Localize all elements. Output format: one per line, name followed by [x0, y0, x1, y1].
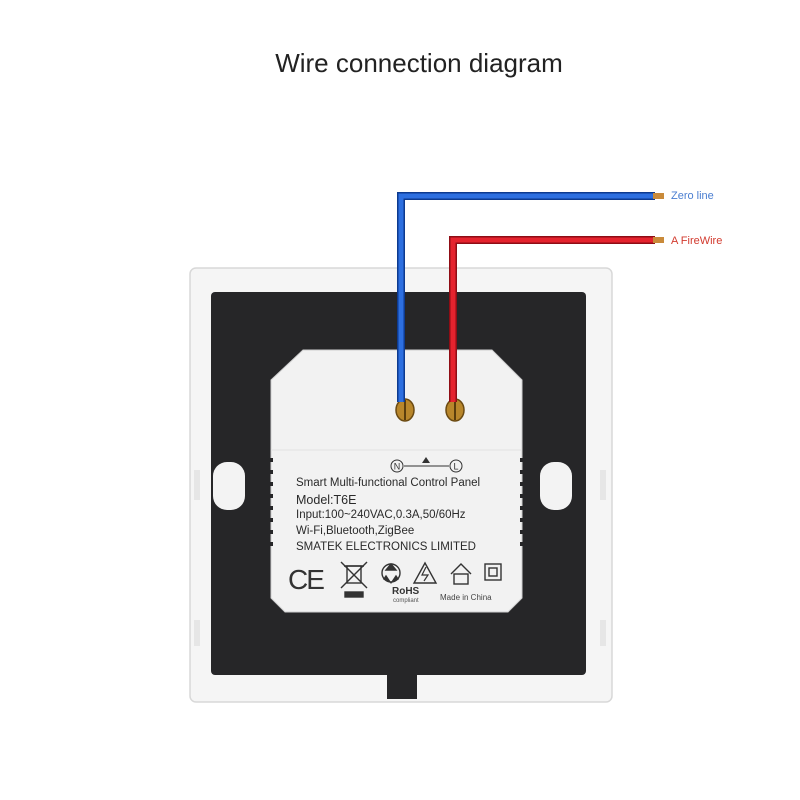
made-in-label: Made in China: [440, 593, 492, 602]
vent-slots-right: [520, 458, 528, 546]
panel-product-name: Smart Multi-functional Control Panel: [296, 477, 481, 489]
mount-hole-left: [213, 462, 245, 510]
frame-clip-left-lower: [194, 620, 200, 646]
terminal-n: [395, 398, 415, 422]
recycle-icon: [381, 562, 401, 584]
panel-connectivity: Wi-Fi,Bluetooth,ZigBee: [296, 525, 415, 537]
mount-hole-right: [540, 462, 572, 510]
zero-line-copper-tip: [653, 193, 664, 199]
home-icon: [450, 563, 472, 585]
weee-bin-icon: [340, 561, 368, 598]
zero-line-label: Zero line: [671, 190, 714, 202]
frame-clip-left: [194, 470, 200, 500]
terminal-marking: N L: [390, 457, 463, 473]
rohs-compliant-text: compliant: [393, 598, 419, 604]
terminal-l: [445, 398, 465, 422]
fire-wire-copper-tip: [653, 237, 664, 243]
fire-wire: [449, 236, 664, 402]
frame-clip-right-lower: [600, 620, 606, 646]
terminal-l-label: L: [453, 462, 458, 472]
frame-clip-right: [600, 470, 606, 500]
vent-slots-bottom: [336, 618, 453, 626]
page-title: Wire connection diagram: [275, 48, 563, 78]
double-insulation-icon: [484, 563, 502, 581]
fire-wire-label: A FireWire: [671, 235, 723, 247]
bottom-tab: [387, 674, 417, 699]
ce-mark: CE: [288, 564, 325, 595]
high-voltage-icon: [412, 561, 438, 584]
panel-manufacturer: SMATEK ELECTRONICS LIMITED: [296, 541, 476, 553]
panel-model: Model:T6E: [296, 493, 357, 507]
vent-slots-left: [265, 458, 273, 546]
up-arrow-icon: [422, 457, 430, 463]
zero-line-wire: [397, 192, 664, 402]
terminal-n-label: N: [394, 462, 401, 472]
rohs-mark: RoHS: [392, 586, 420, 597]
panel-input-rating: Input:100~240VAC,0.3A,50/60Hz: [296, 509, 466, 521]
